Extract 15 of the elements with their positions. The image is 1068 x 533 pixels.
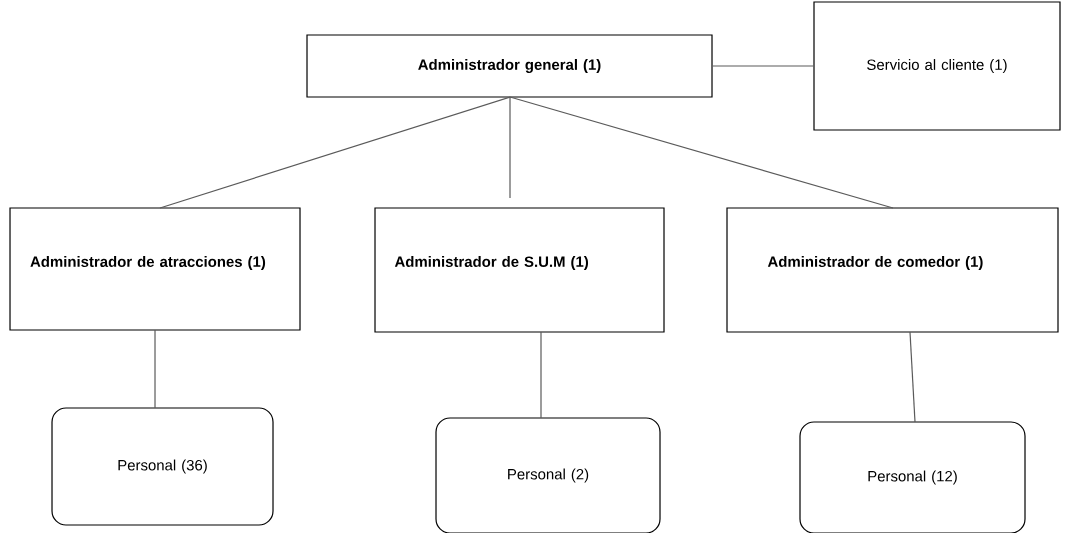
staff-box: Personal (36) — [51, 407, 274, 526]
org-box: Administrador de S.U.M (1) — [374, 207, 665, 333]
connector-line — [909, 331, 916, 423]
staff-box: Personal (2) — [435, 417, 661, 533]
org-box: Administrador de atracciones (1) — [9, 207, 301, 331]
connector-line — [712, 65, 814, 67]
connector-line — [154, 329, 156, 409]
staff-box: Personal (12) — [799, 421, 1026, 533]
connector-line — [509, 96, 511, 199]
connector-line — [509, 96, 894, 209]
org-box: Administrador de comedor (1) — [726, 207, 1059, 333]
connector-line — [540, 331, 542, 419]
connector-line — [159, 96, 511, 209]
org-box: Servicio al cliente (1) — [813, 1, 1061, 131]
org-box: Administrador general (1) — [306, 34, 713, 98]
